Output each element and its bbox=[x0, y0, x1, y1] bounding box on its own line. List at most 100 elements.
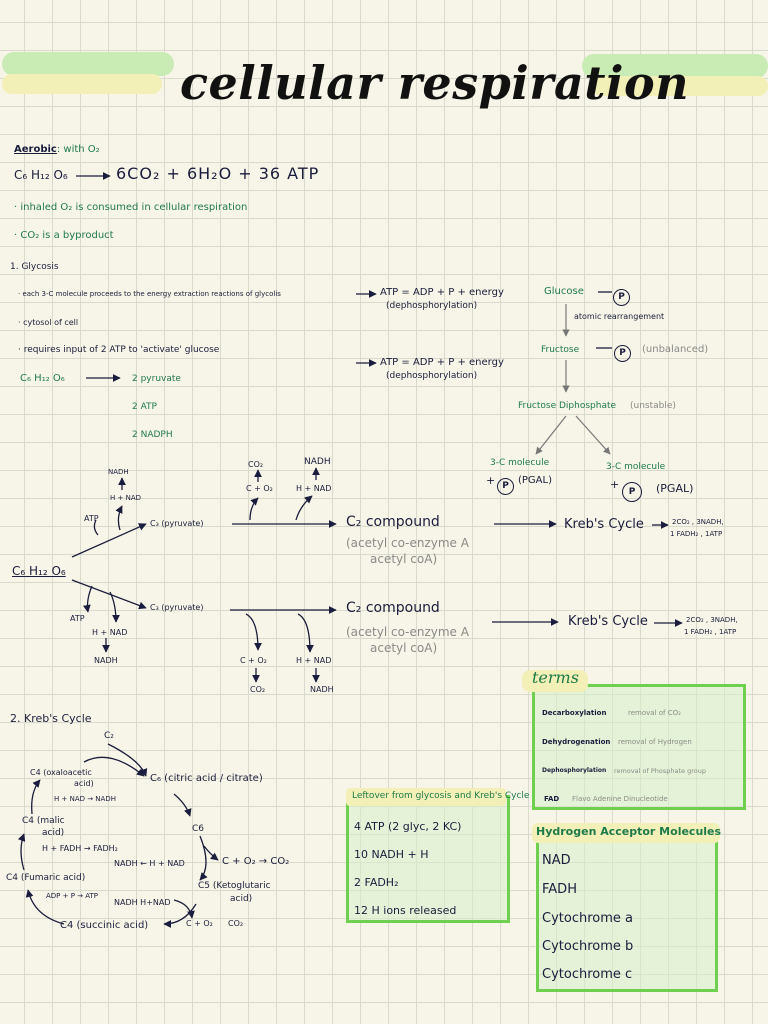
phosphate-circle-right: P bbox=[622, 479, 642, 502]
three-c-left: 3-C molecule bbox=[490, 458, 550, 468]
krebs-c2: C₂ bbox=[104, 731, 114, 741]
acetyl-top: (acetyl co-enzyme A bbox=[346, 536, 469, 550]
krebs-h-nad-nadh: H + NAD → NADH bbox=[54, 795, 116, 803]
acetyl-top-2: acetyl coA) bbox=[370, 552, 438, 566]
krebs-c4-oxalo: C4 (oxaloacetic bbox=[30, 768, 92, 777]
c2-compound-bottom: C₂ compound bbox=[346, 600, 440, 616]
acceptor-item-3: Cytochrome a bbox=[542, 911, 633, 926]
krebs-h-fadh: H + FADH → FADH₂ bbox=[42, 844, 118, 853]
glycolysis-product-2: 2 ATP bbox=[132, 402, 157, 412]
krebs-c4-succinic: C4 (succinic acid) bbox=[60, 920, 149, 931]
acceptor-item-4: Cytochrome b bbox=[542, 939, 634, 954]
split-left-arrow bbox=[535, 415, 567, 455]
phosphate-circle-2: P bbox=[614, 340, 631, 362]
title-highlight-left bbox=[2, 52, 174, 76]
pathway-branch-bottom bbox=[71, 579, 147, 610]
hnad-bottom-label: H + NAD bbox=[92, 628, 128, 637]
c2-compound-top: C₂ compound bbox=[346, 514, 440, 530]
pathway-start: C₆ H₁₂ O₆ bbox=[12, 564, 66, 578]
leftover-box bbox=[346, 795, 510, 923]
acetyl-bottom-2: acetyl coA) bbox=[370, 641, 438, 655]
krebs-c2-c6-arrow bbox=[107, 743, 148, 777]
krebs-c5-hnad-curve bbox=[173, 899, 195, 919]
krebs-c-o2-co2: C + O₂ → CO₂ bbox=[222, 856, 290, 867]
atp-bottom-curve bbox=[83, 585, 93, 613]
krebs-c5: C5 (Ketoglutaric bbox=[198, 881, 271, 891]
terms-label-highlight bbox=[522, 670, 588, 692]
yield-top-2: 1 FADH₂ , 1ATP bbox=[670, 530, 723, 538]
plus-left: + bbox=[486, 474, 496, 487]
atp-top-curve bbox=[93, 519, 99, 536]
split-right-arrow bbox=[575, 415, 611, 455]
hnad-bottom-curve bbox=[109, 591, 120, 623]
atomic-rearrangement-label: atomic rearrangement bbox=[574, 312, 665, 321]
co-bottom-curve bbox=[245, 613, 262, 651]
leftover-title: Leftover from glycosis and Kreb's Cycle bbox=[352, 791, 530, 801]
pathway-branch-top bbox=[71, 523, 147, 558]
c3-bottom-label: C₃ (pyruvate) bbox=[150, 603, 204, 612]
co-top-curve bbox=[249, 497, 259, 521]
krebs-c6-right: C6 bbox=[192, 824, 205, 834]
aerobic-note-2: · CO₂ is a byproduct bbox=[14, 230, 114, 241]
term-1: Decarboxylation bbox=[542, 709, 607, 717]
atp-equation-2-sub: (dephosphorylation) bbox=[386, 371, 478, 381]
three-c-right: 3-C molecule bbox=[606, 462, 666, 472]
fructose-diphosphate-label: Fructose Diphosphate bbox=[518, 401, 617, 411]
krebs-adp-atp: ADP + P → ATP bbox=[46, 892, 98, 900]
glycolysis-bullet-3: · requires input of 2 ATP to 'activate' … bbox=[18, 345, 220, 355]
c3-top-label: C₃ (pyruvate) bbox=[150, 519, 204, 528]
plus-right: + bbox=[610, 478, 620, 491]
krebs-malic-oxalo-arrow bbox=[31, 779, 41, 815]
term-2-def: removal of Hydrogen bbox=[618, 738, 692, 746]
term-1-def: removal of CO₂ bbox=[628, 709, 681, 717]
c-o2-bottom-label: C + O₂ bbox=[240, 656, 267, 665]
krebs-c4-malic-2: acid) bbox=[42, 828, 65, 838]
glycolysis-product-3: 2 NADPH bbox=[132, 430, 173, 440]
acceptor-item-5: Cytochrome c bbox=[542, 967, 633, 982]
term-2: Dehydrogenation bbox=[542, 738, 611, 746]
acetyl-bottom: (acetyl co-enzyme A bbox=[346, 625, 469, 639]
glycolysis-bullet-1: · each 3-C molecule proceeds to the ener… bbox=[18, 290, 281, 298]
term-4-def: Flavo Adenine Dinucleotide bbox=[572, 795, 668, 803]
nadh-bottom-label: NADH bbox=[94, 656, 118, 665]
phosphate-circle-1: P bbox=[613, 284, 630, 306]
acceptor-item-1: NAD bbox=[542, 853, 571, 868]
glycolysis-bullet-2: · cytosol of cell bbox=[18, 318, 79, 327]
equation-right: 6CO₂ + 6H₂O + 36 ATP bbox=[116, 164, 320, 183]
krebs-c5-succinic-arrow bbox=[163, 903, 197, 928]
atp-top-label: ATP bbox=[84, 514, 99, 523]
c-o2-top-label: C + O₂ bbox=[246, 484, 273, 493]
term-4: FAD bbox=[544, 795, 560, 803]
hnad-bottom2-label: H + NAD bbox=[296, 656, 332, 665]
term-3: Dephosphorylation bbox=[542, 767, 607, 774]
glucose-label: Glucose bbox=[544, 286, 584, 297]
co2-bottom-label: CO₂ bbox=[250, 685, 266, 694]
acceptor-title: Hydrogen Acceptor Molecules bbox=[536, 825, 722, 838]
hnad-top-label: H + NAD bbox=[110, 494, 141, 502]
leftover-title-highlight bbox=[346, 788, 506, 806]
krebs-c5-2: acid) bbox=[230, 894, 253, 904]
krebs-c6-c6-arrow bbox=[173, 793, 192, 817]
leftover-item-2: 10 NADH + H bbox=[354, 848, 429, 861]
glycolysis-product-1: 2 pyruvate bbox=[132, 374, 181, 384]
nadh-top-label: NADH bbox=[108, 468, 129, 476]
hnad-top2-curve bbox=[295, 495, 313, 521]
krebs-heading: 2. Kreb's Cycle bbox=[10, 712, 92, 725]
hnad-top2-label: H + NAD bbox=[296, 484, 332, 493]
krebs-succinic-fumaric-arrow bbox=[25, 889, 65, 925]
title-highlight-left-yellow bbox=[2, 74, 162, 94]
yield-bottom-1: 2CO₂ , 3NADH, bbox=[686, 616, 738, 624]
fructose-label: Fructose bbox=[541, 345, 580, 355]
terms-label: terms bbox=[532, 668, 579, 687]
hnad-bottom2-curve bbox=[297, 613, 314, 653]
kreb-top-label: Kreb's Cycle bbox=[564, 517, 644, 532]
leftover-item-4: 12 H ions released bbox=[354, 904, 457, 917]
krebs-c4-fumaric: C4 (Fumaric acid) bbox=[6, 873, 86, 883]
leftover-item-3: 2 FADH₂ bbox=[354, 876, 399, 889]
acceptor-item-2: FADH bbox=[542, 882, 577, 897]
leftover-item-1: 4 ATP (2 glyc, 2 KC) bbox=[354, 820, 462, 833]
atp-equation-2: ATP = ADP + P + energy bbox=[380, 357, 504, 368]
glycolysis-formula: C₆ H₁₂ O₆ bbox=[20, 373, 65, 384]
atp-equation-1-sub: (dephosphorylation) bbox=[386, 301, 478, 311]
phosphate-circle-left: P bbox=[497, 473, 514, 495]
